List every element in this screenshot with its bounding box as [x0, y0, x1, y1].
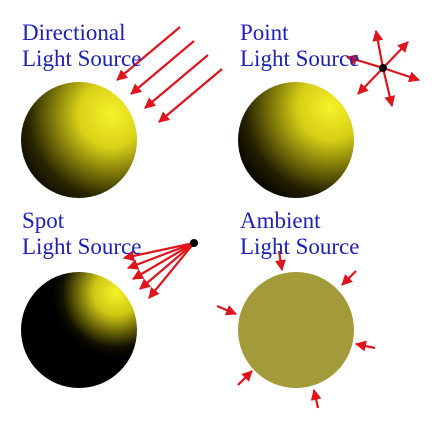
directional-label: Directional Light Source	[22, 20, 141, 72]
spot-label-line1: Spot	[22, 208, 65, 233]
ambient-ray	[341, 270, 357, 286]
directional-label-line1: Directional	[22, 20, 126, 45]
point-ray	[357, 67, 384, 95]
directional-ray	[116, 26, 181, 81]
spot-label: Spot Light Source	[22, 208, 141, 260]
spot-label-line2: Light Source	[22, 234, 142, 259]
ambient-ray	[216, 304, 238, 316]
spot-ray	[132, 242, 195, 280]
point-source-dot	[379, 64, 387, 72]
ambient-rays	[216, 250, 376, 409]
directional-ray	[158, 68, 223, 123]
spot-sphere	[21, 272, 137, 388]
ambient-label-line1: Ambient	[240, 208, 321, 233]
point-label-line2: Light Source	[240, 46, 360, 71]
spot-ray	[139, 242, 195, 290]
directional-ray	[144, 54, 209, 109]
spot-source-dot	[190, 239, 198, 247]
point-label: Point Light Source	[240, 20, 359, 72]
spot-ray	[122, 241, 195, 262]
directional-rays	[116, 26, 223, 123]
point-ray	[382, 41, 409, 69]
ambient-label-line2: Light Source	[240, 234, 360, 259]
point-ray	[372, 29, 385, 69]
point-rays	[345, 29, 421, 108]
point-sphere	[238, 82, 354, 198]
spot-rays	[122, 241, 195, 299]
directional-label-line2: Light Source	[22, 46, 142, 71]
ambient-ray	[354, 340, 376, 352]
ambient-ray	[237, 370, 253, 386]
spot-ray	[126, 241, 195, 270]
point-label-line1: Point	[240, 20, 289, 45]
point-ray	[345, 54, 384, 70]
ambient-ray	[275, 250, 286, 272]
point-ray	[382, 66, 421, 83]
ambient-ray	[310, 388, 322, 409]
spot-ray	[148, 242, 195, 299]
directional-sphere	[21, 82, 137, 198]
ambient-sphere	[238, 272, 354, 388]
point-ray	[381, 67, 396, 108]
ambient-label: Ambient Light Source	[240, 208, 359, 260]
directional-ray	[130, 40, 195, 95]
